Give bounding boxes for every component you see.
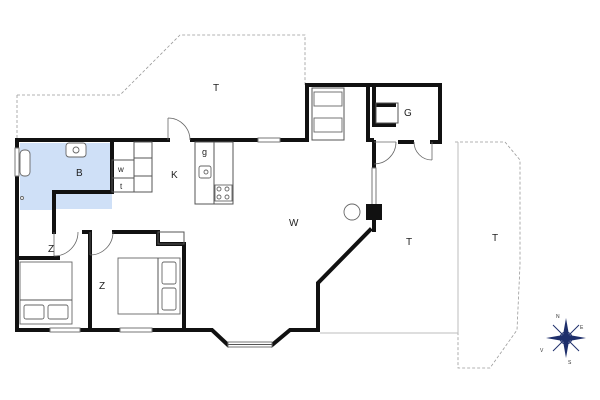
- terrace-outlines: [16, 34, 521, 369]
- label-terrace-east-outer: T: [492, 233, 498, 244]
- compass-west: V: [540, 348, 544, 354]
- wardrobe: [157, 231, 185, 245]
- bed-west: [19, 261, 73, 325]
- label-bedroom-west: Z: [48, 244, 54, 255]
- bed-center: [117, 257, 181, 315]
- label-washer: w: [117, 165, 124, 174]
- bathroom-area-lower: [20, 190, 53, 210]
- compass-east: E: [580, 325, 584, 331]
- label-gas: g: [202, 147, 207, 157]
- kitchen-counter: [194, 141, 234, 205]
- label-dryer: t: [120, 182, 123, 191]
- windows: [14, 137, 377, 333]
- label-bathroom: B: [76, 168, 83, 179]
- label-living: W: [289, 218, 299, 229]
- room-labels: T G B w t K g W Z Z T T: [48, 83, 498, 292]
- wood-stove: [343, 203, 382, 221]
- annex-fixtures: [311, 87, 399, 141]
- bay-window: [227, 341, 273, 348]
- label-garage: G: [404, 108, 412, 119]
- label-terrace-north: T: [213, 83, 219, 94]
- label-bedroom-center: Z: [99, 281, 105, 292]
- bathroom-fixtures: [19, 142, 87, 200]
- exterior-walls: [15, 83, 442, 348]
- toilet: [19, 149, 31, 177]
- label-kitchen: K: [171, 170, 178, 181]
- utility-niche: [111, 141, 153, 193]
- compass-rose: N E S V: [540, 314, 586, 366]
- compass-north: N: [556, 314, 560, 320]
- doors: [53, 117, 433, 257]
- label-terrace-east-inner: T: [406, 237, 412, 248]
- compass-south: S: [568, 360, 572, 366]
